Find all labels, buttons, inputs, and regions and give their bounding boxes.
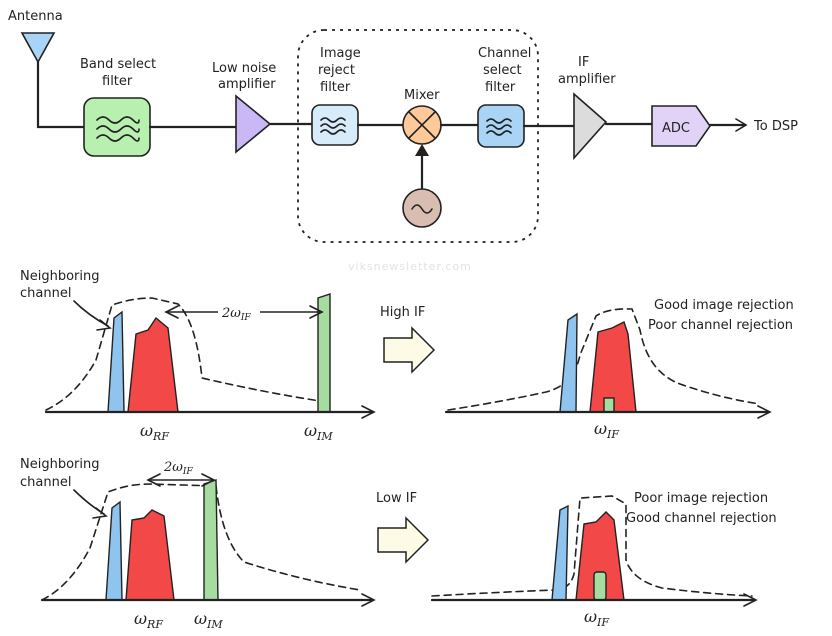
if-amplifier-triangle [573,92,608,161]
high-if-transition: High IF [380,305,436,374]
channel-filter-response-curve [447,308,761,411]
high-if-result-2: Poor channel rejection [648,318,793,333]
low-if-label: Low IF [376,491,417,506]
low-if-input-spectrum: Neighboring channel 2ωIF ωRF ωIM [20,457,376,631]
high-if-output-spectrum: Good image rejection Poor channel reject… [444,298,794,441]
lna-label-2: amplifier [218,77,276,92]
image-mixer-group-box [297,29,539,243]
if-freq-label: ωIF [594,419,619,441]
channel-filter-response-curve-low [431,495,753,597]
channel-select-filter-block [477,104,525,148]
spacing-arrow-left [164,305,179,319]
antenna-wire [36,60,86,129]
spacing-label: 2ωIF [221,306,251,323]
mixer-cross-icon [408,111,436,139]
image-in-band-low [593,571,607,601]
image-filter-wave-icon [320,117,346,135]
low-if-block-arrow [377,516,430,564]
antenna-label: Antenna [8,9,63,24]
band-filter-response-curve [45,297,321,411]
neighbor-label-low-1: Neighboring [20,457,99,472]
freq-axis-arrowhead [361,405,376,419]
neighbor-label-1: Neighboring [20,269,99,284]
spacing-arrow-right [309,305,324,319]
high-if-input-spectrum: Neighboring channel 2ωIF ωRF ωIM [20,269,376,443]
freq-axis-low-arrowhead [361,593,376,607]
neighbor-channel-band [107,310,125,413]
image-band-low [203,479,219,601]
adc-label: ADC [662,121,690,136]
rf-freq-label-low: ωRF [134,609,163,631]
if-freq-axis-arrowhead [757,405,772,419]
antenna-icon [20,32,56,64]
spacing-arrow-low-left [146,473,161,487]
desired-rf-band-low [125,509,175,601]
neighbor-pointer-head [96,319,112,331]
channel-filter-wave-icon [486,118,512,136]
sine-icon [411,204,433,214]
band-filter-label-2: filter [102,74,133,89]
band-filter-label-1: Band select [80,57,156,72]
neighbor-channel-band-low [105,500,123,601]
im-freq-label-low: ωIM [194,609,223,631]
output-arrowhead [735,118,748,132]
low-noise-amplifier-triangle [235,94,272,154]
low-if-output-spectrum: Poor image rejection Good channel reject… [430,491,777,629]
channel-filter-label-2: select [483,63,522,78]
low-if-result-1: Poor image rejection [634,491,768,506]
band-filter-wave-icon [96,116,140,142]
if-amp-label-2: amplifier [558,72,616,87]
image-reject-filter-block [311,104,359,146]
neighbor-channel-band-if [559,312,578,413]
neighbor-label-low-2: channel [20,475,71,490]
if-freq-label-low: ωIF [584,607,609,629]
band-select-filter-block [83,97,151,157]
high-if-block-arrow [383,326,436,374]
rf-freq-label: ωRF [140,421,169,443]
neighbor-label-2: channel [20,286,71,301]
image-residual-band [603,397,615,413]
neighbor-channel-band-if-low [551,504,569,601]
band-filter-response-curve-low [41,483,361,601]
if-freq-axis-low-arrowhead [743,593,758,607]
low-if-transition: Low IF [376,491,430,564]
lo-arrowhead [415,144,429,156]
image-filter-label-1: Image [320,46,361,61]
watermark: viksnewsletter.com [348,260,472,273]
image-filter-label-3: filter [320,80,351,95]
spacing-arrow-low-right [201,473,216,487]
lna-label-1: Low noise [212,61,276,76]
image-filter-label-2: reject [318,63,355,78]
if-amp-label-1: IF [578,55,589,70]
channel-filter-label-1: Channel [478,46,531,61]
mixer-label: Mixer [404,88,440,103]
spacing-label-low: 2ωIF [163,460,193,477]
high-if-label: High IF [380,305,425,320]
desired-rf-band [127,316,179,413]
neighbor-pointer-low-head [92,507,108,519]
low-if-result-2: Good channel rejection [626,511,777,526]
im-freq-label: ωIM [304,421,333,443]
receiver-chain: Antenna Band select filter Low noise amp… [8,9,798,243]
high-if-result-1: Good image rejection [654,298,794,313]
output-label: To DSP [753,119,798,134]
adc-block [651,105,711,147]
channel-filter-label-3: filter [485,80,516,95]
